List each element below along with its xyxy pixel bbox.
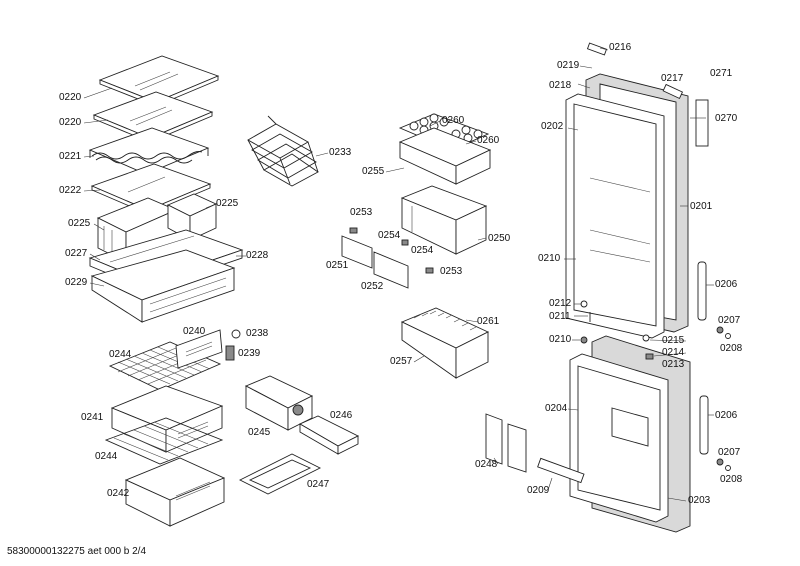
callout-label: 0246 (330, 410, 353, 421)
door-spacer-plates (485, 413, 527, 473)
freezer-drawer-middle (110, 385, 224, 453)
callout-label: 0239 (238, 348, 261, 359)
callout-label: 0206 (715, 279, 738, 290)
ice-cube-box (244, 375, 314, 431)
callout-label: 0255 (362, 166, 385, 177)
callout-label: 0261 (477, 316, 500, 327)
hinge-cover-parts (537, 42, 709, 484)
callout-label: 0203 (688, 495, 711, 506)
callout-label: 0229 (65, 277, 88, 288)
callout-label: 0242 (107, 488, 130, 499)
callout-label: 0219 (557, 60, 580, 71)
callout-label: 0216 (609, 42, 632, 53)
callout-label: 0213 (662, 359, 685, 370)
callout-label: 0220 (59, 92, 82, 103)
callout-label: 0254 (411, 245, 434, 256)
callout-label: 0201 (690, 201, 713, 212)
callout-label: 0247 (307, 479, 330, 490)
callout-label: 0210 (549, 334, 572, 345)
door-bin-upper (398, 127, 492, 185)
drawer-handle-clip (225, 329, 241, 361)
ice-cube-tray-flat (238, 453, 322, 495)
bin-flap-right (373, 239, 434, 289)
callout-label: 0241 (81, 412, 104, 423)
door-bin-lower (400, 307, 490, 379)
callout-label: 0271 (710, 68, 733, 79)
callout-label: 0252 (361, 281, 384, 292)
callout-label: 0225 (216, 198, 239, 209)
ice-tray (299, 415, 360, 455)
freezer-wire-shelf-top (108, 341, 222, 391)
bin-flap-left (341, 227, 373, 269)
callout-label: 0253 (440, 266, 463, 277)
callout-label: 0244 (95, 451, 118, 462)
callout-label: 0270 (715, 113, 738, 124)
freezer-drawer-bottom (124, 457, 226, 527)
callout-label: 0214 (662, 347, 685, 358)
callout-label: 0208 (720, 343, 743, 354)
callout-label: 0218 (549, 80, 572, 91)
upper-door-assembly (565, 73, 689, 339)
leader-lines (83, 47, 714, 502)
callout-label: 0245 (248, 427, 271, 438)
lower-door-assembly (569, 335, 691, 533)
callout-label: 0257 (390, 356, 413, 367)
callout-label: 0260 (477, 135, 500, 146)
callout-label: 0225 (68, 218, 91, 229)
callout-label: 0202 (541, 121, 564, 132)
callout-label: 0207 (718, 315, 741, 326)
crisper-base-tray (90, 249, 236, 323)
freezer-drawer-front-top (175, 329, 223, 369)
callout-label: 0250 (488, 233, 511, 244)
screws-and-caps (580, 300, 731, 471)
callout-label: 0207 (718, 447, 741, 458)
callout-label: 0206 (715, 410, 738, 421)
callout-label: 0240 (183, 326, 206, 337)
document-footer: 58300000132275 aet 000 b 2/4 (7, 546, 147, 557)
callout-label: 0208 (720, 474, 743, 485)
callout-label: 0220 (59, 117, 82, 128)
callout-label: 0222 (59, 185, 82, 196)
callout-label: 0228 (246, 250, 269, 261)
callout-label: 0233 (329, 147, 352, 158)
callout-label: 0227 (65, 248, 88, 259)
callout-label: 0210 (538, 253, 561, 264)
callout-label: 0238 (246, 328, 269, 339)
door-bin-middle (400, 185, 488, 255)
callout-label: 0217 (661, 73, 684, 84)
callout-label: 0254 (378, 230, 401, 241)
bottle-rack-shelf (88, 127, 210, 175)
callout-label: 0253 (350, 207, 373, 218)
callout-label: 0260 (442, 115, 465, 126)
callout-label: 0204 (545, 403, 568, 414)
callout-label: 0209 (527, 485, 550, 496)
callout-label: 0212 (549, 298, 572, 309)
callout-label: 0251 (326, 260, 349, 271)
wire-bottle-holder (247, 115, 319, 187)
freezer-wire-shelf-bottom (104, 417, 224, 465)
callout-label: 0248 (475, 459, 498, 470)
callout-label: 0211 (549, 311, 571, 322)
callout-label: 0221 (59, 151, 82, 162)
callout-label: 0244 (109, 349, 132, 360)
callout-label: 0215 (662, 335, 685, 346)
door-handles (697, 261, 709, 455)
